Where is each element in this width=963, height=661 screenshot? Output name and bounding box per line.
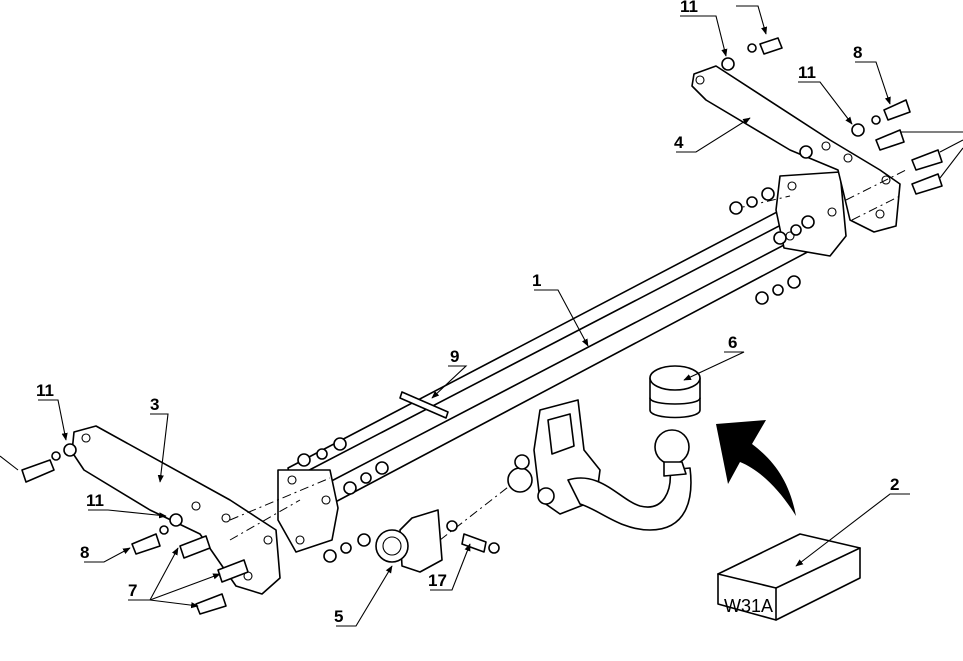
towball-cap: [649, 365, 701, 419]
fasteners: [21, 37, 943, 615]
package-box: W31A: [717, 533, 861, 621]
label-part-8-right: 8: [853, 43, 862, 62]
label-part-3: 3: [150, 395, 159, 414]
part-labels: 1 2 3 4 5 6 7 8 8 9 11 11 11 11 17: [36, 0, 899, 626]
label-part-8-left: 8: [80, 543, 89, 562]
label-part-7: 7: [128, 581, 137, 600]
label-part-11-left-mid: 11: [86, 491, 104, 510]
label-part-11-top: 11: [680, 0, 698, 16]
label-part-1: 1: [532, 271, 541, 290]
left-side-bracket: [71, 425, 281, 595]
label-part-11-left-top: 11: [36, 381, 54, 400]
leader-lines: [0, 5, 963, 627]
label-part-5: 5: [334, 607, 343, 626]
label-part-2: 2: [890, 475, 899, 494]
label-part-4: 4: [674, 133, 684, 152]
left-end-plate: [277, 469, 339, 553]
right-side-bracket: [691, 65, 901, 233]
label-part-17: 17: [428, 571, 447, 590]
label-part-11-right: 11: [798, 63, 816, 82]
towbar-neck-assembly: [507, 399, 692, 531]
right-end-plate: [775, 171, 847, 257]
label-part-9: 9: [450, 347, 459, 366]
package-code: W31A: [724, 596, 773, 616]
socket-plate: [375, 509, 443, 573]
curved-arrow: [716, 420, 796, 516]
label-part-6: 6: [728, 333, 737, 352]
